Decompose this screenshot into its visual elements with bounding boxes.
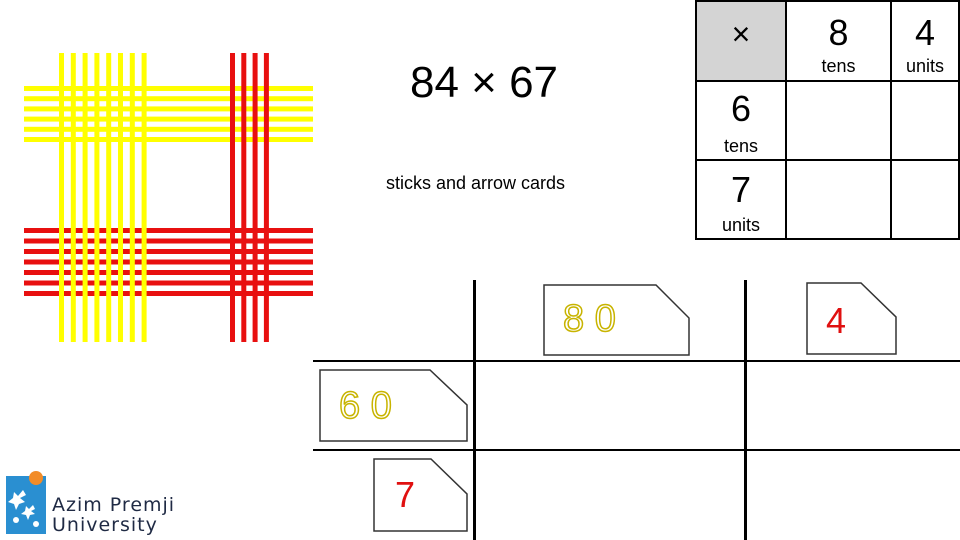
card-80-text: 8 0 [562,297,616,341]
yellow-horizontal-stick [24,116,313,122]
red-horizontal-stick [24,259,313,265]
grid-line-vertical-2 [744,280,747,540]
red-horizontal-stick [24,291,313,296]
red-vertical-stick [263,53,269,342]
red-vertical-stick [230,53,235,342]
yellow-vertical-stick [106,53,112,342]
yellow-horizontal-stick [24,106,313,112]
multiplication-table: × 8 tens 4 units 6 tens 7 units [695,0,960,240]
yellow-vertical-stick [59,53,64,342]
yellow-vertical-stick [141,53,147,342]
card-7-text: 7 [395,474,416,515]
table-cell-7x4 [890,159,960,240]
arrow-card-60[interactable]: 6 0 [319,369,468,442]
row-tens-label: tens [723,136,759,156]
yellow-vertical-stick [82,53,88,342]
yellow-vertical-stick [94,53,100,342]
logo-text-line1: Azim Premji [52,494,176,516]
table-row-units: 7 units [695,159,787,240]
arrow-card-7[interactable]: 7 [373,458,468,532]
arrow-card-80[interactable]: 8 0 [543,284,690,356]
red-vertical-stick [241,53,247,342]
grid-line-horizontal-2 [313,449,960,451]
red-horizontal-stick [24,249,313,254]
table-header-units: 4 units [890,0,960,82]
caption-text: sticks and arrow cards [386,173,566,193]
yellow-horizontal-stick [24,126,313,132]
logo-text-line2: University [52,514,158,536]
header-tens-digit: 8 [828,12,849,53]
yellow-vertical-stick [129,53,135,342]
row-units-digit: 7 [730,169,752,210]
card-60-text: 6 0 [338,384,392,428]
red-horizontal-stick [24,238,313,244]
sticks-diagram [24,53,313,342]
header-units-digit: 4 [914,12,936,53]
grid-line-vertical-1 [473,280,476,540]
table-corner-cell: × [695,0,787,82]
card-4-text: 4 [826,300,847,341]
red-horizontal-stick [24,270,313,275]
red-vertical-stick [252,53,258,342]
red-horizontal-stick [24,228,313,233]
table-cell-60x4 [890,80,960,161]
header-tens-label: tens [821,56,856,76]
table-header-tens: 8 tens [785,0,892,82]
row-units-label: units [721,215,761,235]
header-units-label: units [905,56,945,76]
problem-title: 84 × 67 [410,58,559,107]
table-cell-60x80 [785,80,892,161]
yellow-horizontal-stick [24,86,313,91]
yellow-horizontal-stick [24,137,313,142]
arrow-card-4[interactable]: 4 [806,282,897,355]
row-tens-digit: 6 [730,88,752,129]
university-logo-icon [6,470,48,534]
yellow-vertical-stick [70,53,76,342]
table-row-tens: 6 tens [695,80,787,161]
table-cell-7x80 [785,159,892,240]
red-horizontal-stick [24,280,313,286]
grid-line-horizontal-1 [313,360,960,362]
yellow-vertical-stick [118,53,123,342]
times-symbol: × [731,16,751,52]
yellow-horizontal-stick [24,96,313,102]
